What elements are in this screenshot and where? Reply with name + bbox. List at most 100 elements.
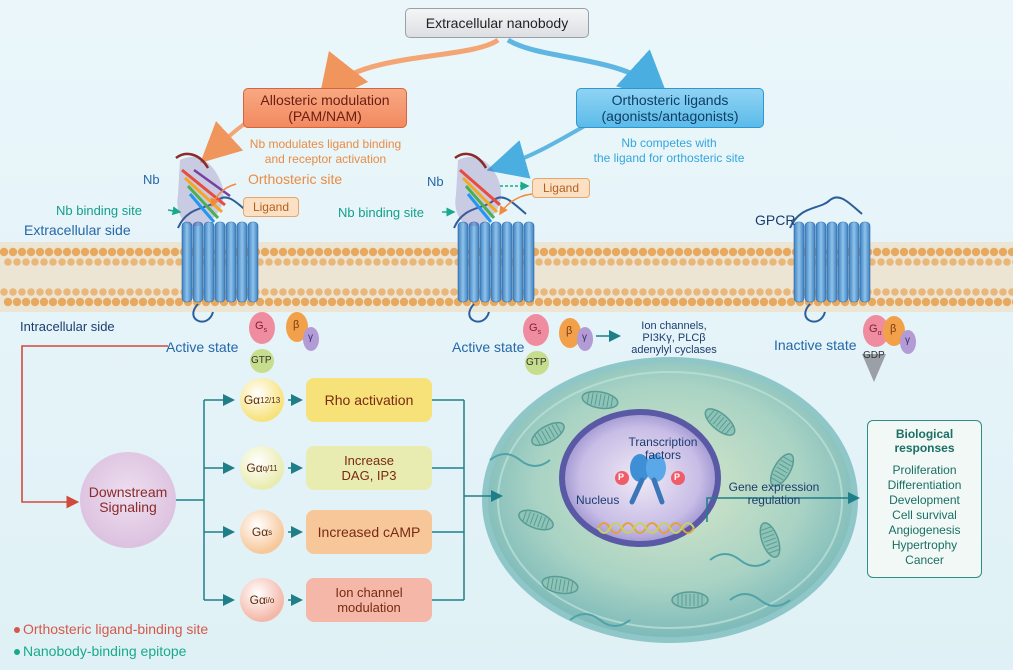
- mitochondrion-8: [581, 390, 619, 410]
- response-item: Cell survival: [892, 508, 957, 522]
- allosteric-label-line1: Allosteric modulation: [260, 92, 390, 108]
- response-item: Differentiation: [887, 478, 962, 492]
- nanobody-2: [454, 152, 502, 227]
- er-fold-1: [709, 553, 771, 567]
- g-gamma-label-2: γ: [582, 332, 587, 343]
- arrow-nb-binding-site-1: [167, 206, 182, 216]
- allosteric-label-line2: (PAM/NAM): [288, 108, 362, 124]
- phospho-label-right: P: [674, 472, 681, 482]
- extracellular-nanobody-box: Extracellular nanobody: [405, 8, 589, 38]
- response-item: Angiogenesis: [888, 523, 961, 537]
- g-subtype-sub: i/o: [265, 595, 275, 605]
- tree-trunk: [176, 400, 205, 600]
- cell: [482, 357, 858, 643]
- inactive-state-label: Inactive state: [774, 337, 857, 353]
- effect-line2: modulation: [337, 600, 401, 615]
- legend-item-orthosteric: Orthosteric ligand-binding site: [14, 621, 208, 637]
- tf-line1: Transcription: [628, 435, 698, 449]
- allosteric-description: Nb modulates ligand binding and receptor…: [238, 137, 413, 167]
- effectors-label: Ion channels, PI3Kγ, PLCβ adenylyl cycla…: [624, 320, 724, 356]
- orthosteric-label-line2: (agonists/antagonists): [601, 108, 739, 124]
- g-alpha-subunit-3: [863, 315, 889, 347]
- mitochondrion-5: [541, 575, 579, 595]
- legend-label-nanobody: Nanobody-binding epitope: [23, 643, 187, 659]
- orthosteric-description: Nb competes with the ligand for orthoste…: [574, 136, 764, 166]
- effect-line1: Increased cAMP: [317, 523, 421, 540]
- receptor-1: [177, 196, 259, 323]
- mitochondrion-2: [518, 509, 554, 531]
- transcription-factor-dimer: [615, 454, 685, 505]
- hub-line2: Signaling: [99, 499, 157, 515]
- legend-item-nanobody: Nanobody-binding epitope: [14, 643, 186, 659]
- er-fold-3: [569, 613, 631, 627]
- effect-line1: Ion channel: [335, 585, 403, 600]
- effect-line1: Rho activation: [324, 391, 414, 408]
- g-beta-label-2: β: [566, 325, 573, 337]
- response-item: Proliferation: [892, 463, 957, 477]
- mitochondrion-3: [704, 408, 736, 436]
- effectors-line1: Ion channels,: [641, 320, 707, 332]
- effect-box-3: Increased cAMP: [306, 510, 432, 554]
- er-fold-4: [489, 453, 551, 467]
- phospho-left: [615, 471, 629, 485]
- responses-title-line2: responses: [894, 441, 955, 455]
- g-subtype-name: Gα: [249, 593, 266, 607]
- g-alpha-label-3: Gα: [869, 323, 882, 338]
- g-beta-label-3: β: [890, 323, 897, 335]
- g-alpha-label-1: Gs: [255, 320, 268, 335]
- er-fold-2: [729, 593, 791, 607]
- g-gamma-label-1: γ: [308, 332, 313, 343]
- ligand-label-1: Ligand: [252, 200, 290, 214]
- gene-line1: Gene expression: [728, 480, 820, 494]
- nucleus-label: Nucleus: [576, 493, 620, 507]
- phospho-label-left: P: [618, 472, 625, 482]
- response-item: Development: [889, 493, 960, 507]
- intracellular-side-label: Intracellular side: [20, 319, 115, 334]
- gene-expression-label: Gene expression regulation: [728, 481, 820, 507]
- orthosteric-label-line1: Orthosteric ligands: [611, 92, 729, 108]
- g-beta-label-1: β: [293, 319, 300, 331]
- response-item: Hypertrophy: [891, 538, 958, 552]
- extracellular-nanobody-label: Extracellular nanobody: [425, 15, 569, 31]
- arrow-to-orthosteric: [506, 37, 670, 102]
- g-beta-subunit-2: [559, 318, 581, 348]
- nucleotide-label-1: GTP: [251, 355, 272, 366]
- orthosteric-site-label: Orthosteric site: [248, 171, 343, 187]
- gpcr-label: GPCR: [755, 212, 796, 228]
- g-subtype-name: Gα: [246, 461, 263, 475]
- orthosteric-desc-line1: Nb competes with: [621, 136, 717, 150]
- arrow-gene-regulation: [706, 492, 860, 522]
- arrow-to-allosteric: [317, 37, 500, 106]
- receptor-3: [789, 196, 871, 323]
- active-state-label-2: Active state: [452, 339, 525, 355]
- phospho-right: [671, 471, 685, 485]
- ligand-box-1: Ligand: [243, 197, 299, 217]
- downstream-signaling-label: Downstream Signaling: [80, 485, 176, 515]
- arrow-orthosteric-site: [210, 183, 237, 208]
- g-alpha-subunit-1: [249, 312, 275, 344]
- nb-label-1: Nb: [143, 172, 160, 187]
- allosteric-desc-line2: and receptor activation: [264, 152, 387, 166]
- nb-binding-site-label-1: Nb binding site: [56, 203, 142, 218]
- hub-line1: Downstream: [88, 484, 168, 500]
- g-subtype-sub: q/11: [262, 463, 278, 473]
- nanobody-1: [175, 152, 231, 227]
- mitochondrion-1: [531, 421, 565, 447]
- tf-line2: factors: [644, 448, 681, 462]
- allosteric-modulation-box: Allosteric modulation (PAM/NAM): [243, 88, 407, 128]
- response-item: Cancer: [905, 553, 944, 567]
- gtp-marker-2: [525, 351, 549, 375]
- g-gamma-subunit-3: [900, 330, 916, 354]
- receptor-2: [453, 196, 535, 323]
- g-subtype-name: Gα: [251, 525, 269, 539]
- nucleotide-label-3: GDP: [863, 350, 885, 361]
- g-alpha-label-2: Gs: [529, 322, 542, 337]
